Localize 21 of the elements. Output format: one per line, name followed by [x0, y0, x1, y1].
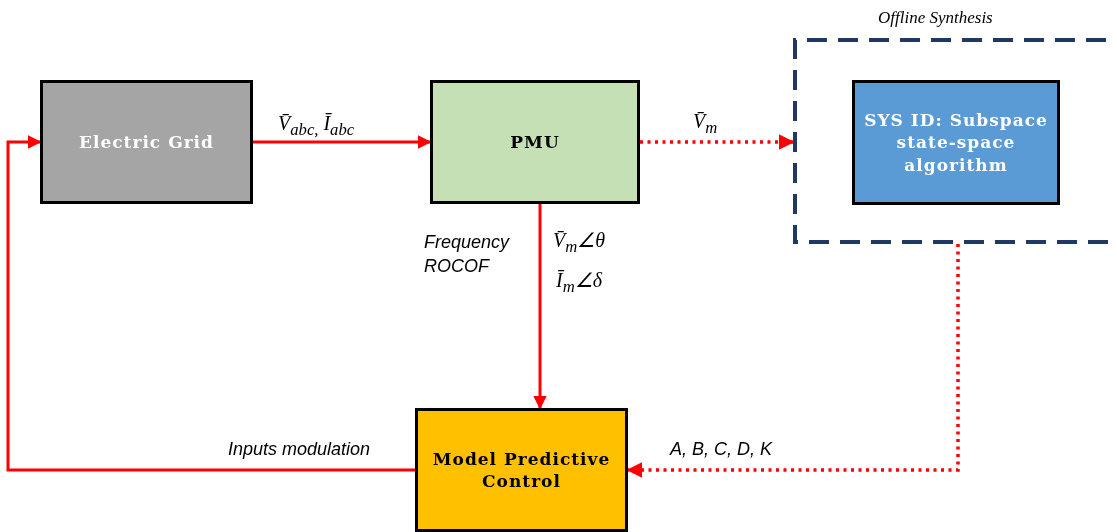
arrow: [253, 135, 432, 149]
edge-label: A, B, C, D, K: [670, 439, 773, 460]
process-box: [40, 80, 253, 204]
arrow: [640, 134, 795, 150]
process-box: [852, 80, 1060, 205]
box-label: PMU: [510, 130, 560, 154]
arrow: [626, 244, 960, 478]
process-box: [415, 408, 628, 532]
edge-label: Frequency ROCOF: [424, 231, 511, 279]
signal-label: V̄$_{m}$∠θ: [553, 228, 606, 257]
edge-label: Inputs modulation: [228, 439, 371, 460]
signal-label: Ī$_{m}$∠δ: [556, 268, 602, 297]
edge-label: V̄$_{abc,}$ Ī$_{abc}$: [278, 112, 355, 140]
box-label: Model Predictive Control: [431, 447, 612, 493]
edge-label: V̄$_{m}$: [693, 110, 718, 138]
process-box: [430, 80, 640, 204]
box-label: Electric Grid: [79, 130, 214, 154]
arrow: [533, 204, 547, 410]
group-heading: Offline Synthesis: [878, 8, 993, 28]
arrow: [6, 135, 415, 472]
box-label: SYS ID: Subspace state-space algorithm: [863, 109, 1049, 176]
